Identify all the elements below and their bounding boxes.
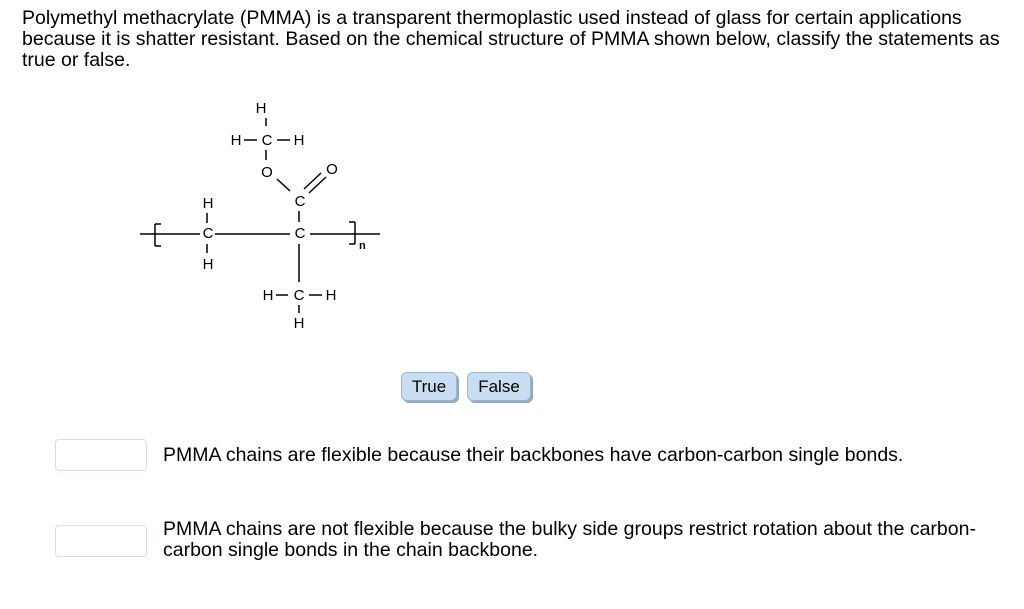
atom-o-ester: O [261, 164, 273, 181]
atom-h-ester-top: H [256, 100, 267, 117]
atom-h-ch2-bottom: H [203, 256, 214, 273]
atom-h-methyl-bottom: H [294, 315, 305, 332]
atom-c-backbone-quaternary: C [295, 225, 306, 242]
atom-h-methyl-right: H [326, 287, 337, 304]
atom-h-ester-right: H [294, 132, 305, 149]
atom-h-ester-left: H [231, 132, 242, 149]
false-answer-chip[interactable]: False [467, 372, 531, 401]
atom-h-ch2-top: H [203, 195, 214, 212]
repeat-unit-subscript: n [359, 240, 366, 252]
atom-c-carbonyl: C [295, 193, 306, 210]
answer-drop-target-2[interactable] [55, 525, 147, 557]
atom-c-ester-methyl: C [262, 132, 273, 149]
statement-text-1: PMMA chains are flexible because their b… [163, 444, 904, 466]
atom-h-methyl-left: H [263, 287, 274, 304]
pmma-structure-diagram: H H C H O C O C H C H H H C H n [140, 100, 380, 332]
answer-drop-target-1[interactable] [55, 439, 147, 471]
atom-c-methyl: C [294, 287, 305, 304]
atom-o-carbonyl: O [326, 161, 338, 178]
question-prompt: Polymethyl methacrylate (PMMA) is a tran… [22, 7, 1000, 71]
true-answer-chip[interactable]: True [401, 372, 457, 401]
answer-bank: True False [401, 372, 531, 401]
statement-text-2: PMMA chains are not flexible because the… [163, 518, 976, 561]
atom-c-backbone-ch2: C [203, 225, 214, 242]
